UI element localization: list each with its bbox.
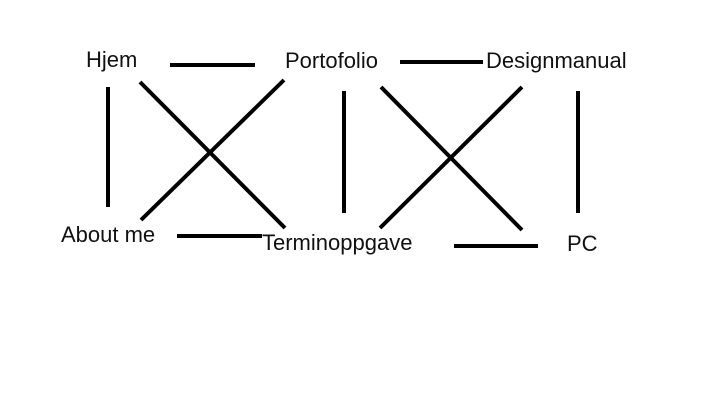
node-terminoppgave: Terminoppgave <box>262 230 413 255</box>
node-portofolio: Portofolio <box>285 48 378 73</box>
edge-designmanual-terminoppgave <box>378 85 524 230</box>
edge-hjem-terminoppgave <box>138 80 287 230</box>
node-hjem: Hjem <box>86 47 138 72</box>
node-about-me: About me <box>61 222 156 247</box>
node-designmanual: Designmanual <box>486 48 627 73</box>
edge-portofolio-about-me <box>139 78 286 222</box>
node-pc: PC <box>567 231 598 256</box>
